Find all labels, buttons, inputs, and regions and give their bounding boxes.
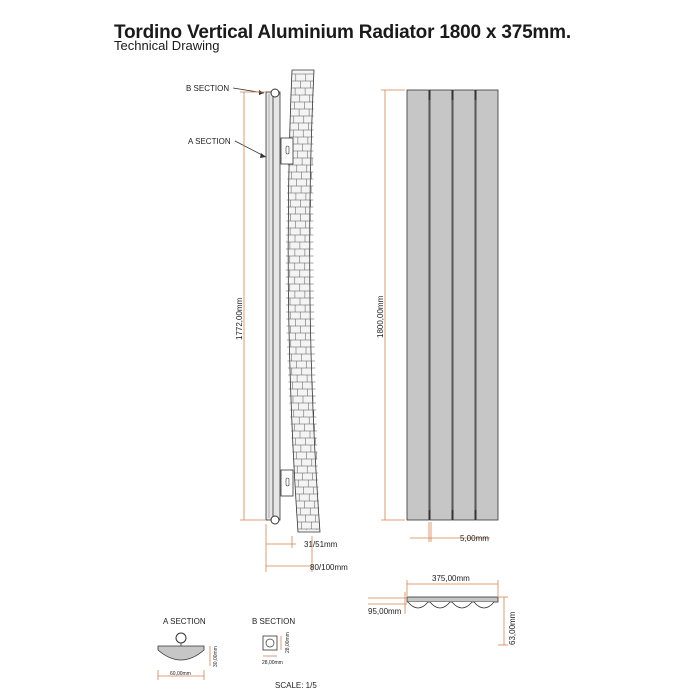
b-section-height-label: 28,00mm — [285, 632, 291, 653]
top-depth-dim-label: 95,00mm — [368, 607, 402, 616]
b-section-label: B SECTION — [186, 84, 229, 93]
page-title: Tordino Vertical Aluminium Radiator 1800… — [114, 22, 571, 43]
top-profile — [406, 596, 499, 609]
width-dimension: 375,00mm — [406, 574, 499, 596]
a-section-label: A SECTION — [188, 137, 231, 146]
front-view: 1800,00mm 5,00mm — [376, 89, 499, 543]
depth-dim-large-label: 80/100mm — [310, 563, 348, 572]
brick-wall — [285, 69, 321, 533]
height-dimension-side: 1772,00mm — [235, 91, 266, 521]
gap-dimension: 5,00mm — [410, 522, 490, 543]
b-section-width-label: 28,00mm — [262, 660, 283, 666]
depth-dim-small-label: 31/51mm — [304, 540, 338, 549]
b-section-detail: B SECTION 28,00mm 28,00mm — [252, 617, 295, 666]
depth-dimension-small: 31/51mm — [265, 524, 338, 572]
a-section-title: A SECTION — [163, 617, 206, 626]
front-height-dim-label: 1800,00mm — [376, 295, 385, 338]
scale-label: SCALE: 1/5 — [275, 681, 317, 690]
section-depth-dim-label: 63,00mm — [508, 611, 517, 645]
top-view: 375,00mm 95,00mm 63,00mm — [368, 574, 517, 646]
side-view: B SECTION A SECTION 1772,00mm 31/51mm 80… — [186, 69, 348, 572]
section-depth-dimension: 63,00mm — [498, 596, 517, 646]
front-panels — [406, 89, 499, 521]
gap-dim-label: 5,00mm — [460, 534, 489, 543]
wall-bracket-bottom — [280, 469, 294, 497]
a-section-width-label: 60,00mm — [170, 671, 191, 677]
top-width-dim-label: 375,00mm — [432, 574, 470, 583]
b-section-title: B SECTION — [252, 617, 295, 626]
a-section-detail: A SECTION 60,00mm 30,00mm — [157, 617, 219, 680]
height-dimension-front: 1800,00mm — [376, 89, 405, 521]
depth-dimension-large: 80/100mm — [266, 536, 348, 572]
wall-bracket-top — [280, 137, 294, 165]
a-section-height-label: 30,00mm — [213, 646, 219, 667]
radiator-side-profile — [265, 88, 281, 525]
height-dim-label: 1772,00mm — [235, 297, 244, 340]
top-depth-dimension: 95,00mm — [368, 592, 407, 616]
page-subtitle: Technical Drawing — [114, 38, 220, 53]
